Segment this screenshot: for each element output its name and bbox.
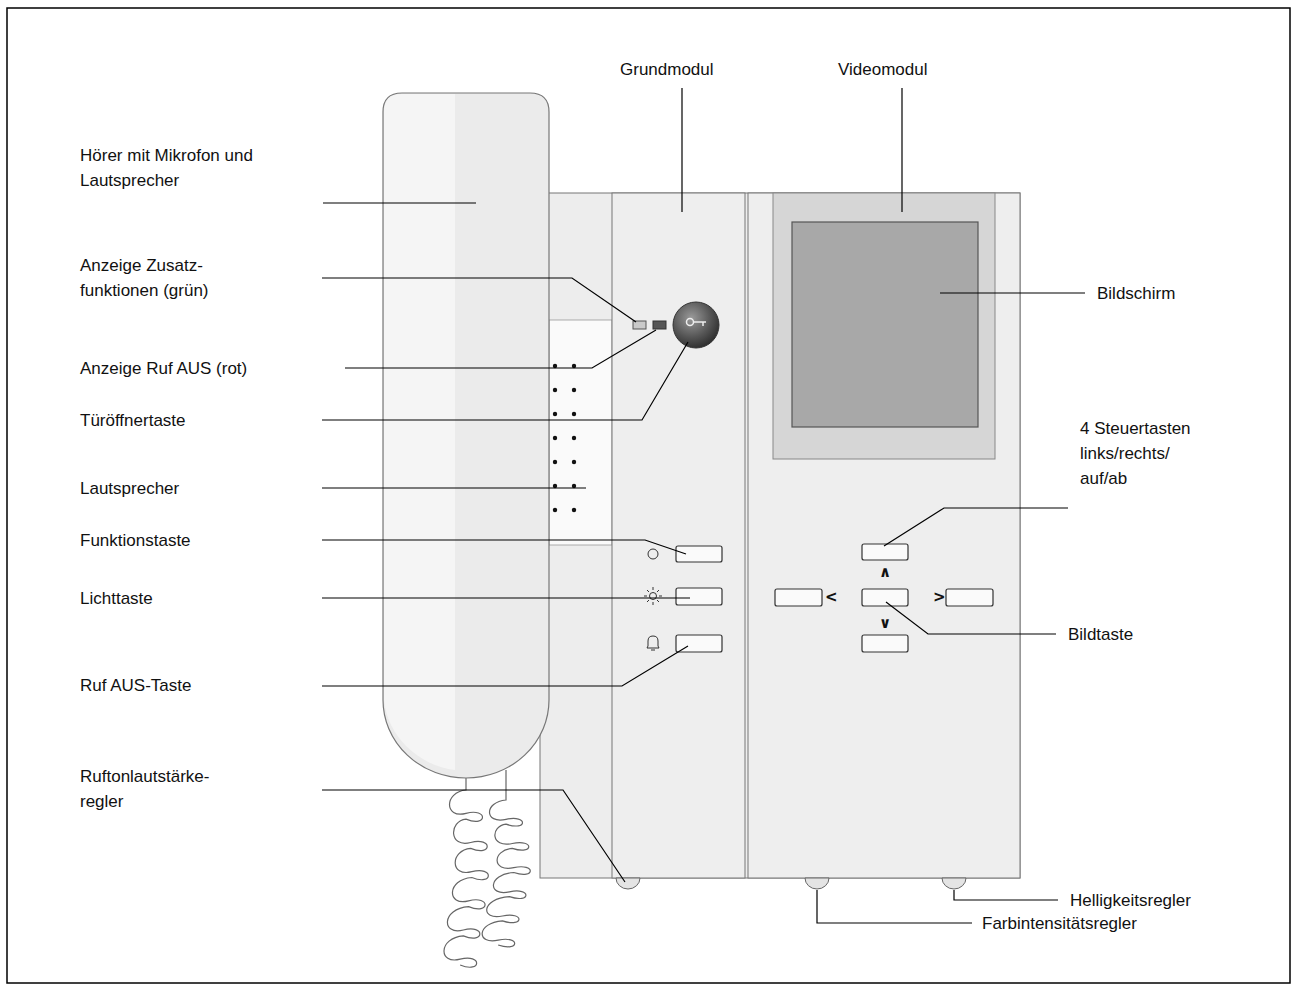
part-label: Bildschirm [1097,281,1175,306]
base-buttons [676,546,722,652]
key-icon [687,319,707,327]
arrow-symbol: ∧ [879,563,891,581]
door-opener-button [673,302,719,348]
control-buttons [775,544,993,652]
part-label: Ruftonlautstärke- regler [80,764,245,814]
handset-cord [444,760,530,967]
grille-dot [572,508,576,512]
speaker-grille [553,364,576,512]
part-label: Anzeige Ruf AUS (rot) [80,356,247,381]
part-label: Hörer mit Mikrofon und Lautsprecher [80,143,320,193]
knobs [616,878,966,889]
part-label: Anzeige Zusatz- funktionen (grün) [80,253,255,303]
device-body [540,193,1020,878]
part-label: Helligkeitsregler [1070,888,1191,913]
module-label: Grundmodul [620,57,714,82]
part-label: Funktionstaste [80,528,191,553]
grille-dot [572,436,576,440]
function-symbol [648,549,658,559]
green-led [633,321,646,329]
leader-lines [322,88,1085,923]
arrow-symbol: > [933,588,946,606]
arrow-symbol: ∨ [879,614,891,632]
red-led [653,321,666,329]
part-label: Bildtaste [1068,622,1133,647]
part-label: Lautsprecher [80,476,179,501]
screen [792,222,978,427]
grille-dot [553,388,557,392]
module-label: Videomodul [838,57,927,82]
cord-coil [482,770,530,947]
grille-dot [553,460,557,464]
grille-dot [572,388,576,392]
speaker-panel [549,320,612,545]
grille-dot [553,412,557,416]
grille-dot [553,436,557,440]
arrow-symbol: < [825,588,838,606]
screen-bezel [773,193,995,459]
handset-highlight [384,94,455,770]
grille-dot [553,508,557,512]
bell-symbol [647,636,659,650]
part-label: 4 Steuertasten links/rechts/ auf/ab [1080,416,1215,491]
grille-dot [572,412,576,416]
video-module [748,193,1020,878]
part-label: Ruf AUS-Taste [80,673,192,698]
frame [7,8,1290,983]
cord-coil [444,760,488,967]
part-label: Lichttaste [80,586,153,611]
handset [383,93,549,778]
grille-dot [572,460,576,464]
light-symbol [644,587,662,605]
part-label: Türöffnertaste [80,408,186,433]
base-module [612,193,745,878]
part-label: Farbintensitätsregler [982,911,1137,936]
